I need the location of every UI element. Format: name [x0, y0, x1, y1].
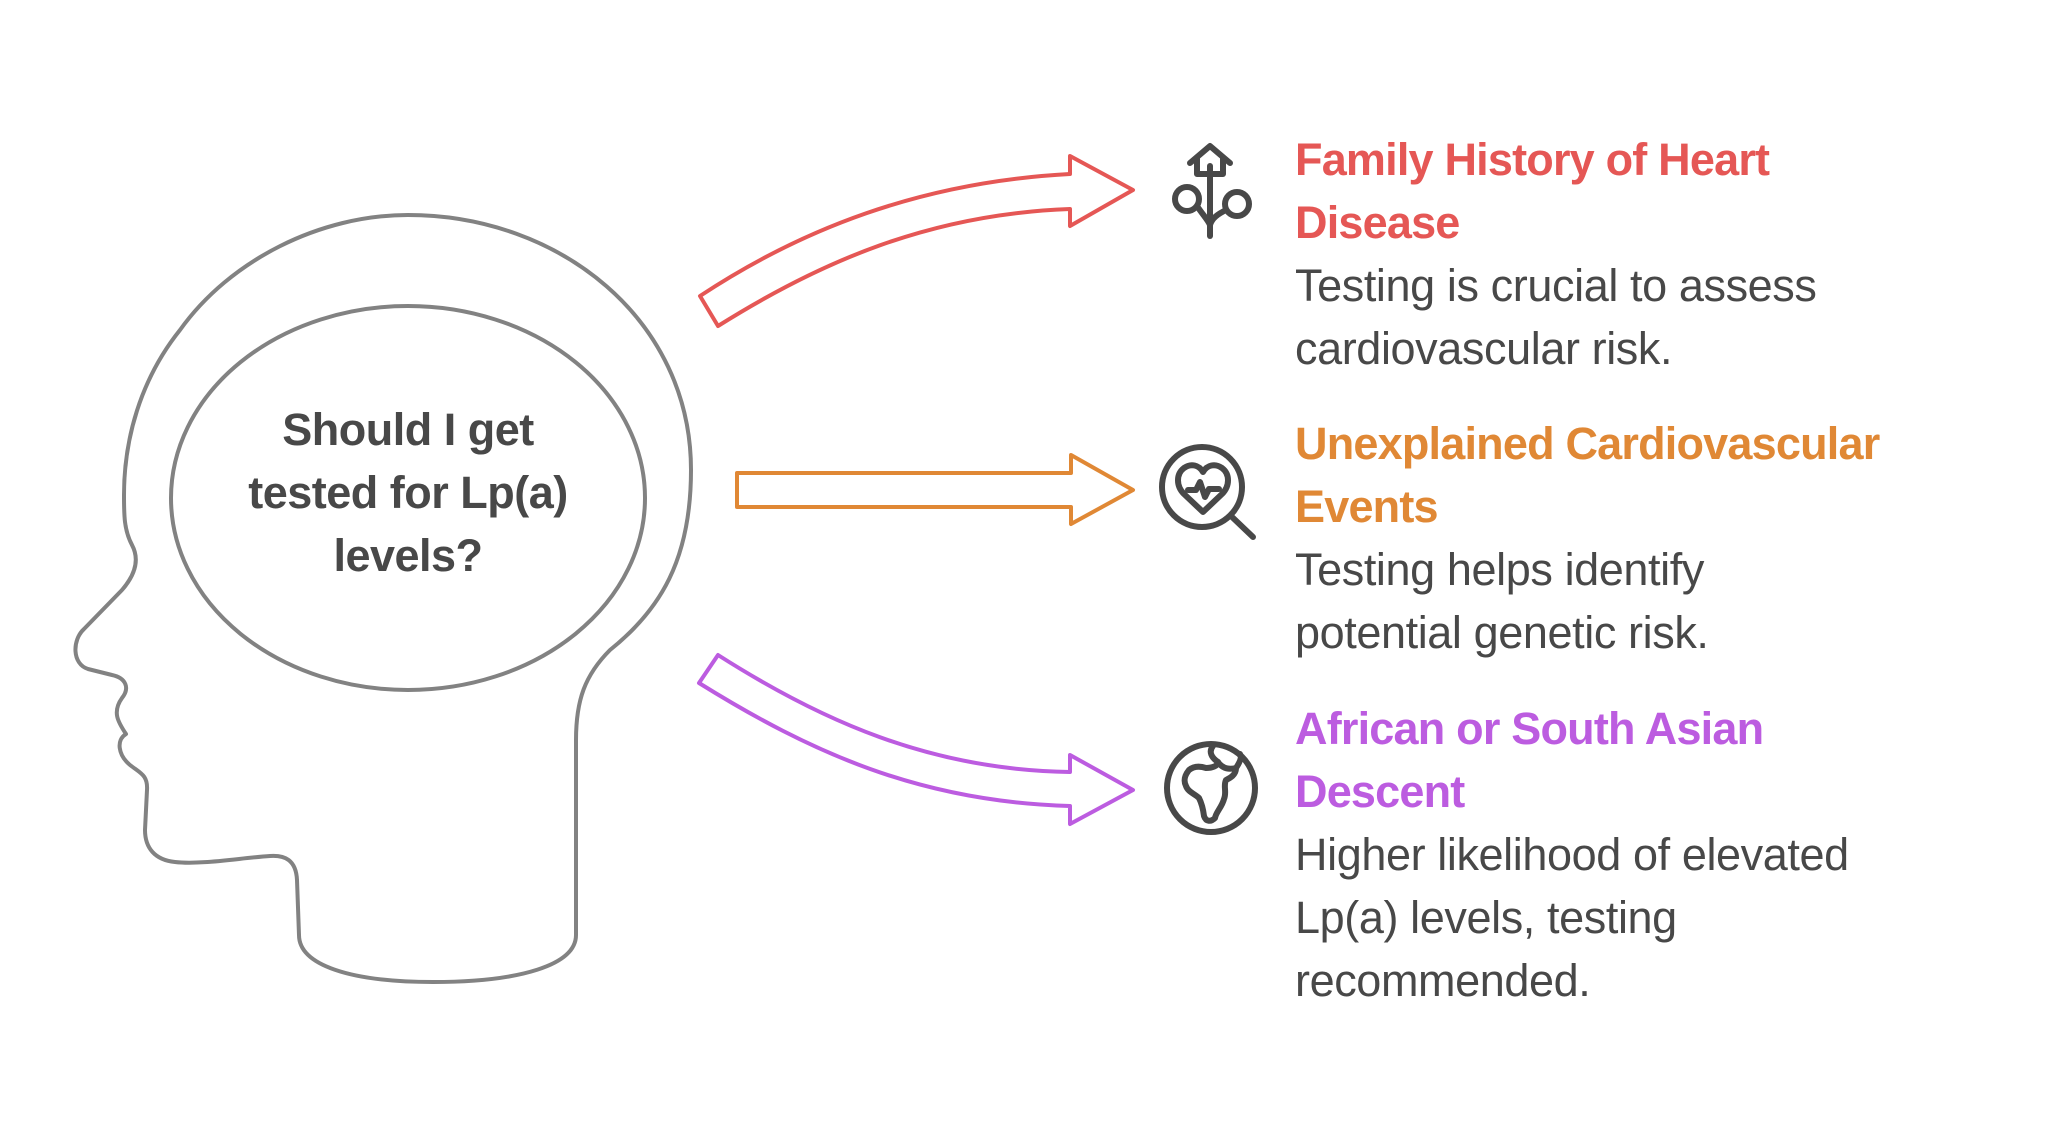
globe-africa-icon — [1164, 741, 1258, 835]
central-question-line: tested for Lp(a) — [248, 467, 568, 518]
branch-description: Higher likelihood of elevated Lp(a) leve… — [1295, 823, 2015, 1012]
branch-description-line: Testing helps identify — [1295, 544, 1704, 595]
branch-title-line: African or South Asian — [1295, 703, 1764, 754]
head-outline — [73, 213, 693, 984]
arrow-ancestry — [697, 653, 1135, 826]
central-question-line: levels? — [333, 530, 483, 581]
branch-description-line: recommended. — [1295, 955, 1591, 1006]
arrow-family-history — [698, 154, 1135, 328]
branch-title-line: Descent — [1295, 766, 1465, 817]
branch-title-line: Unexplained Cardiovascular — [1295, 418, 1880, 469]
branch-description-line: potential genetic risk. — [1295, 607, 1709, 658]
branch-title-line: Events — [1295, 481, 1439, 532]
branch-title: Unexplained Cardiovascular Events — [1295, 412, 2015, 538]
branch-description-line: Testing is crucial to assess — [1295, 260, 1817, 311]
branch-title: African or South Asian Descent — [1295, 697, 2015, 823]
central-question-line: Should I get — [282, 404, 534, 455]
thought-bubble-ellipse — [169, 304, 647, 692]
branch-description-line: Higher likelihood of elevated — [1295, 829, 1849, 880]
family-tree-icon — [1172, 143, 1252, 239]
branch-description: Testing helps identify potential genetic… — [1295, 538, 2015, 664]
branch-description-line: cardiovascular risk. — [1295, 323, 1673, 374]
heart-search-icon — [1159, 444, 1256, 540]
central-question: Should I get tested for Lp(a) levels? — [188, 398, 628, 587]
branch-title-line: Family History of Heart — [1295, 134, 1770, 185]
branch-title: Family History of Heart Disease — [1295, 128, 2015, 254]
branch-ancestry: African or South Asian Descent Higher li… — [1295, 697, 2015, 1012]
branch-title-line: Disease — [1295, 197, 1460, 248]
arrow-unexplained-events — [735, 453, 1135, 526]
branch-unexplained-events: Unexplained Cardiovascular Events Testin… — [1295, 412, 2015, 664]
branch-description: Testing is crucial to assess cardiovascu… — [1295, 254, 2015, 380]
branch-family-history: Family History of Heart Disease Testing … — [1295, 128, 2015, 380]
branch-description-line: Lp(a) levels, testing — [1295, 892, 1677, 943]
